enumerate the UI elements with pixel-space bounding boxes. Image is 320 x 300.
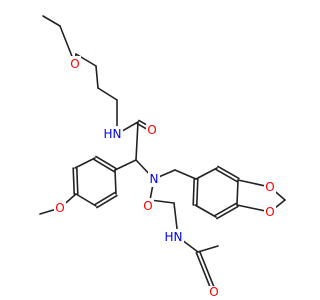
svg-text:N: N bbox=[174, 230, 183, 244]
svg-text:H: H bbox=[164, 230, 173, 244]
acetamide-hydrogen-atom: H bbox=[164, 229, 174, 245]
bond-c3-c4 bbox=[97, 87, 118, 101]
svg-text:O: O bbox=[55, 201, 64, 215]
bond-p2-p3 bbox=[74, 157, 96, 169]
top-amide-nitrogen-atom: N bbox=[111, 126, 123, 142]
bond-b6-b1 bbox=[195, 167, 218, 180]
svg-text:N: N bbox=[150, 172, 159, 186]
svg-text:O: O bbox=[143, 199, 152, 213]
bond-Cb-p1 bbox=[114, 159, 137, 171]
bond-b4-b5 bbox=[236, 179, 239, 206]
bond-p3-p4-a bbox=[72, 167, 76, 195]
svg-text:O: O bbox=[70, 57, 79, 71]
molecule-structure-diagram: O N H O N O O N bbox=[39, 15, 286, 300]
bond-b1-b2-b bbox=[195, 178, 199, 206]
bond-Ch-b1 bbox=[174, 169, 197, 180]
dioxole-bottom-oxygen-atom: O bbox=[264, 204, 276, 220]
acetamide-nitrogen-atom: N bbox=[172, 229, 184, 245]
lower-amide-carbonyl-oxygen-atom: O bbox=[142, 198, 154, 214]
bond-p1-p2-a bbox=[95, 155, 117, 170]
ether-oxygen-atom: O bbox=[69, 56, 81, 72]
svg-text:N: N bbox=[113, 127, 122, 141]
bond-b1-b2-a bbox=[192, 178, 196, 206]
bond-b3-b4-b bbox=[214, 202, 237, 217]
bond-b3-b4-a bbox=[216, 205, 239, 220]
bond-b5-b6-b bbox=[215, 168, 238, 183]
bond-p4-p5 bbox=[75, 193, 97, 207]
central-nitrogen-atom: N bbox=[148, 171, 160, 187]
bond-Ck-Ok-b bbox=[198, 250, 217, 293]
atom-label-layer: O N H O N O O N bbox=[54, 56, 276, 300]
methoxy-oxygen-atom: O bbox=[54, 200, 66, 216]
bond-Ca-Cb bbox=[135, 121, 139, 161]
svg-text:O: O bbox=[265, 180, 274, 194]
svg-text:O: O bbox=[265, 205, 274, 219]
svg-text:O: O bbox=[147, 123, 156, 137]
bond-c2-c3 bbox=[95, 65, 99, 89]
bond-ch3e-ch2e bbox=[42, 15, 61, 27]
bond-p5-p6-b bbox=[94, 191, 116, 206]
bond-b5-b6-a bbox=[217, 165, 240, 180]
acetyl-oxygen-atom: O bbox=[208, 285, 220, 300]
svg-text:O: O bbox=[209, 285, 218, 299]
bond-b2-b3 bbox=[194, 204, 217, 218]
bond-p1-p2-b bbox=[93, 158, 115, 173]
bond-p5-p6-a bbox=[96, 194, 118, 209]
bond-p6-p1 bbox=[114, 169, 117, 195]
top-amide-carbonyl-oxygen-atom: O bbox=[146, 122, 158, 138]
top-amide-hydrogen-atom: H bbox=[103, 126, 113, 142]
dioxole-top-oxygen-atom: O bbox=[264, 179, 276, 195]
svg-text:H: H bbox=[103, 127, 112, 141]
bond-p3-p4-b bbox=[75, 167, 79, 195]
bond-Ck-Cme bbox=[197, 245, 219, 253]
